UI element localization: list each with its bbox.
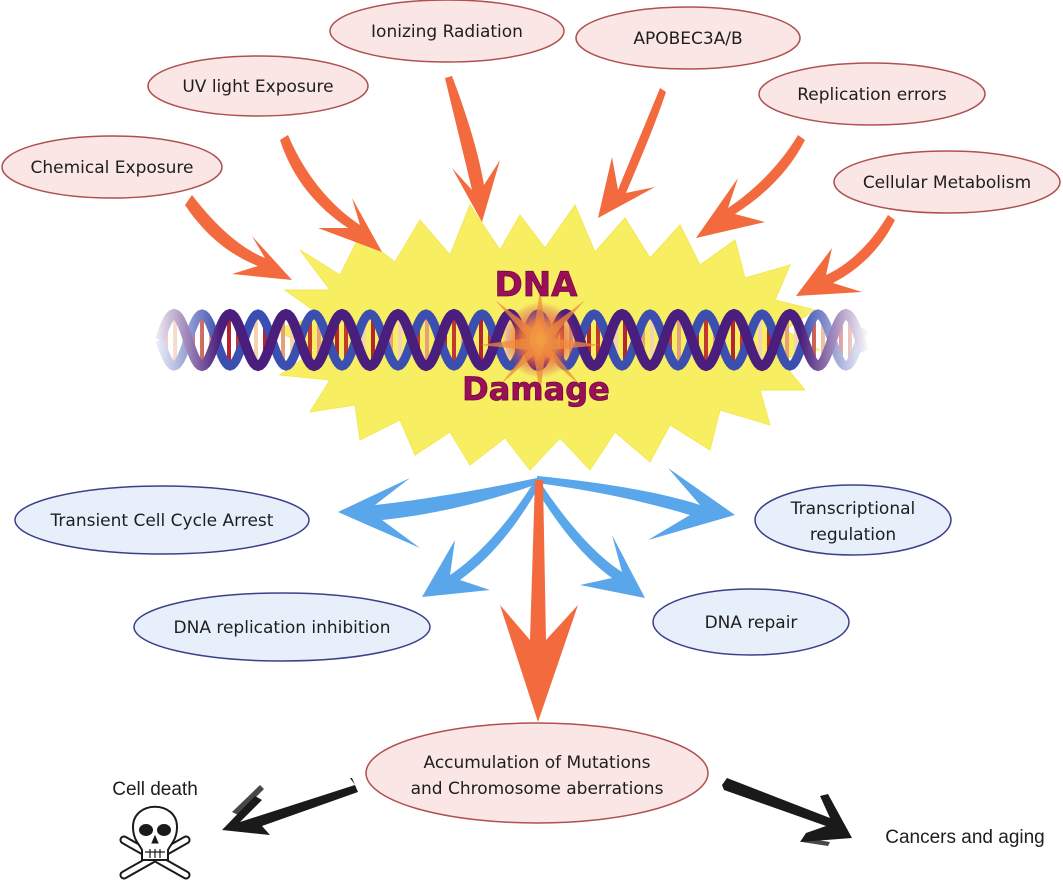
arrow-metabolism-to-dna: [796, 215, 895, 296]
outcome-cell-death-label: Cell death: [112, 779, 198, 800]
title-dna: DNA: [495, 265, 579, 305]
skull-crossbones-icon: [119, 805, 191, 880]
accumulation-node[interactable]: Accumulation of Mutations and Chromosome…: [365, 722, 709, 824]
cause-label: UV light Exposure: [182, 77, 333, 97]
response-node-dna-repair[interactable]: DNA repair: [652, 588, 850, 656]
cause-node-ionizing[interactable]: Ionizing Radiation: [329, 0, 565, 63]
response-label: Transient Cell Cycle Arrest: [50, 511, 274, 531]
helix-fade-left: [150, 300, 220, 380]
response-node-cell-cycle-arrest[interactable]: Transient Cell Cycle Arrest: [14, 485, 310, 555]
response-node-transcriptional-regulation[interactable]: Transcriptional regulation: [754, 484, 952, 556]
response-label-line2: regulation: [810, 525, 896, 545]
arrow-to-cell-cycle-arrest: [338, 478, 537, 548]
arrow-apobec-to-dna: [598, 88, 666, 218]
cause-label: Cellular Metabolism: [863, 173, 1031, 193]
title-damage: Damage: [462, 370, 610, 408]
arrow-to-cell-death: [222, 778, 358, 835]
arrow-to-transcriptional-regulation: [537, 468, 735, 540]
accumulation-label-line1: Accumulation of Mutations: [424, 753, 651, 773]
arrow-replication-to-dna: [696, 135, 805, 238]
response-node-replication-inhibition[interactable]: DNA replication inhibition: [133, 592, 431, 662]
outcome-cancers-aging-label: Cancers and aging: [885, 827, 1045, 848]
arrow-ionizing-to-dna: [445, 76, 500, 222]
cause-label: Replication errors: [797, 85, 947, 105]
accumulation-label-line2: and Chromosome aberrations: [411, 779, 664, 799]
arrow-to-dna-repair: [534, 482, 645, 598]
arrow-to-accumulation: [500, 480, 578, 722]
damage-spark-icon: [480, 290, 600, 395]
response-label-line1: Transcriptional: [790, 499, 915, 519]
cause-node-metabolism[interactable]: Cellular Metabolism: [833, 150, 1061, 214]
cause-node-replication[interactable]: Replication errors: [758, 62, 986, 126]
arrow-uv-to-dna: [280, 135, 382, 252]
response-label: DNA replication inhibition: [174, 618, 391, 638]
cause-node-apobec[interactable]: APOBEC3A/B: [575, 6, 801, 70]
helix-fade-right: [800, 300, 870, 380]
arrow-to-cancers-aging: [722, 778, 852, 846]
arrow-chemical-to-dna: [185, 195, 292, 280]
cause-label: APOBEC3A/B: [633, 29, 742, 49]
cause-node-uv[interactable]: UV light Exposure: [147, 55, 369, 117]
cause-node-chemical[interactable]: Chemical Exposure: [1, 135, 223, 199]
cause-label: Ionizing Radiation: [371, 22, 523, 42]
cause-label: Chemical Exposure: [31, 158, 194, 178]
response-label: DNA repair: [705, 613, 798, 633]
arrow-to-replication-inhibition: [422, 482, 540, 597]
